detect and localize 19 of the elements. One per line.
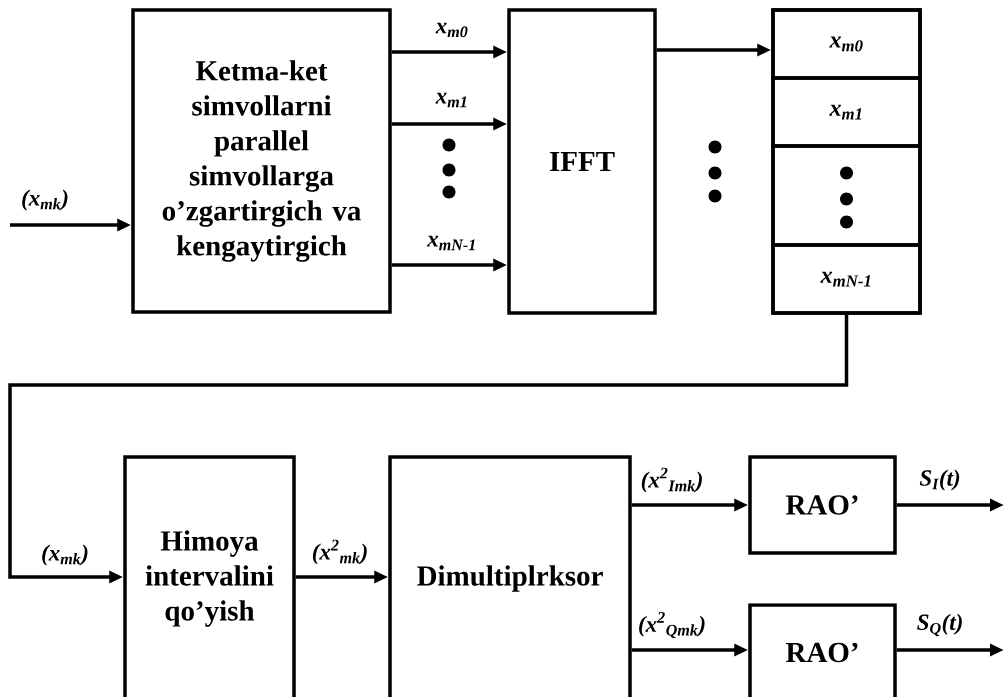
process-box: IFFT <box>507 8 657 315</box>
process-box: RAO’ <box>748 455 897 555</box>
edge-label: S$_{Q}$(t) <box>915 612 965 638</box>
process-box: Dimultiplrksor <box>388 455 632 697</box>
edge-label: (x$^{2}$$_{mk}$) <box>310 538 370 566</box>
register-cell: x$_{m0}$ <box>771 8 922 80</box>
register-cell: x$_{mN-1}$ <box>771 243 922 315</box>
process-box: RAO’ <box>748 603 897 697</box>
edge-label: x$_{m1}$ <box>434 91 470 109</box>
process-box: Himoya intervalini qo’yish <box>123 455 296 697</box>
edge-label: (x$^{2}$$_{Imk}$) <box>639 466 705 494</box>
process-box: Ketma-ket simvollarni parallel simvollarga o’zgartirgich va kengaytirgich <box>131 8 392 314</box>
edge-label: x$_{mN-1}$ <box>426 234 478 252</box>
edge-label: S$_{I}$(t) <box>918 468 962 492</box>
edge-label: x$_{m0}$ <box>434 21 470 39</box>
edge-label: (x$_{mk}$) <box>40 543 90 567</box>
edge-label: (x$_{mk}$) <box>20 188 70 212</box>
edge-label: (x$^{2}$$_{Qmk}$) <box>636 611 708 639</box>
register-cell: x$_{m1}$ <box>771 76 922 148</box>
